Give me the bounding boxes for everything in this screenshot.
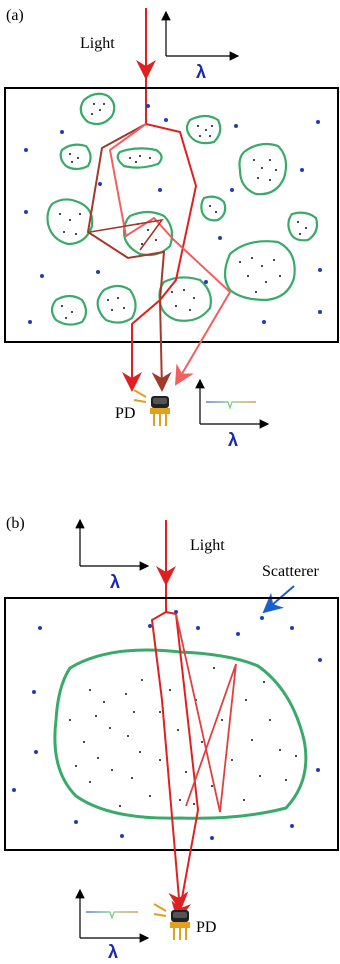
photodetector-icon	[153, 903, 191, 941]
panel-a-light-label: Light	[80, 35, 115, 52]
panel-a-pd-label: PD	[115, 405, 135, 422]
large-scatterer-cluster	[53, 648, 308, 820]
panel-b-lambda-top: λ	[110, 572, 120, 592]
medium-box	[4, 597, 339, 851]
ray-brown-branch	[89, 218, 164, 251]
panel-a-lambda-top: λ	[196, 62, 206, 82]
particle-dots	[59, 103, 307, 319]
panel-a-lambda-bottom: λ	[228, 430, 238, 450]
panel-b-pd-label: PD	[196, 919, 216, 936]
spectrum-icon: λ	[195, 378, 270, 450]
panel-b-tag: (b)	[6, 515, 25, 532]
panel-a: (a) Light λ	[4, 7, 339, 450]
panel-a-tag: (a)	[6, 7, 24, 24]
panel-b-light-label: Light	[190, 537, 225, 554]
medium-box	[4, 87, 339, 343]
ray-brown-path	[86, 123, 172, 392]
ray-red-path	[122, 123, 198, 392]
ray-red-path	[165, 611, 200, 922]
spectrum-icon: λ	[161, 10, 240, 82]
scatterer-dots	[24, 104, 322, 324]
scatterer-dots	[12, 610, 322, 840]
spectrum-icon: λ	[75, 888, 150, 962]
panel-b-lambda-bottom: λ	[108, 942, 118, 962]
ray-pink-path	[108, 123, 232, 386]
ray-pink-path	[175, 613, 237, 813]
panel-b: (b) Light Scatterer λ	[4, 515, 339, 962]
ray-red-path	[150, 611, 189, 912]
spectrum-icon: λ	[75, 518, 150, 592]
photodetector-icon	[133, 389, 171, 427]
particle-dots	[69, 667, 297, 807]
scatterer-clusters	[46, 92, 319, 326]
panel-b-scatterer-label: Scatterer	[262, 563, 320, 580]
